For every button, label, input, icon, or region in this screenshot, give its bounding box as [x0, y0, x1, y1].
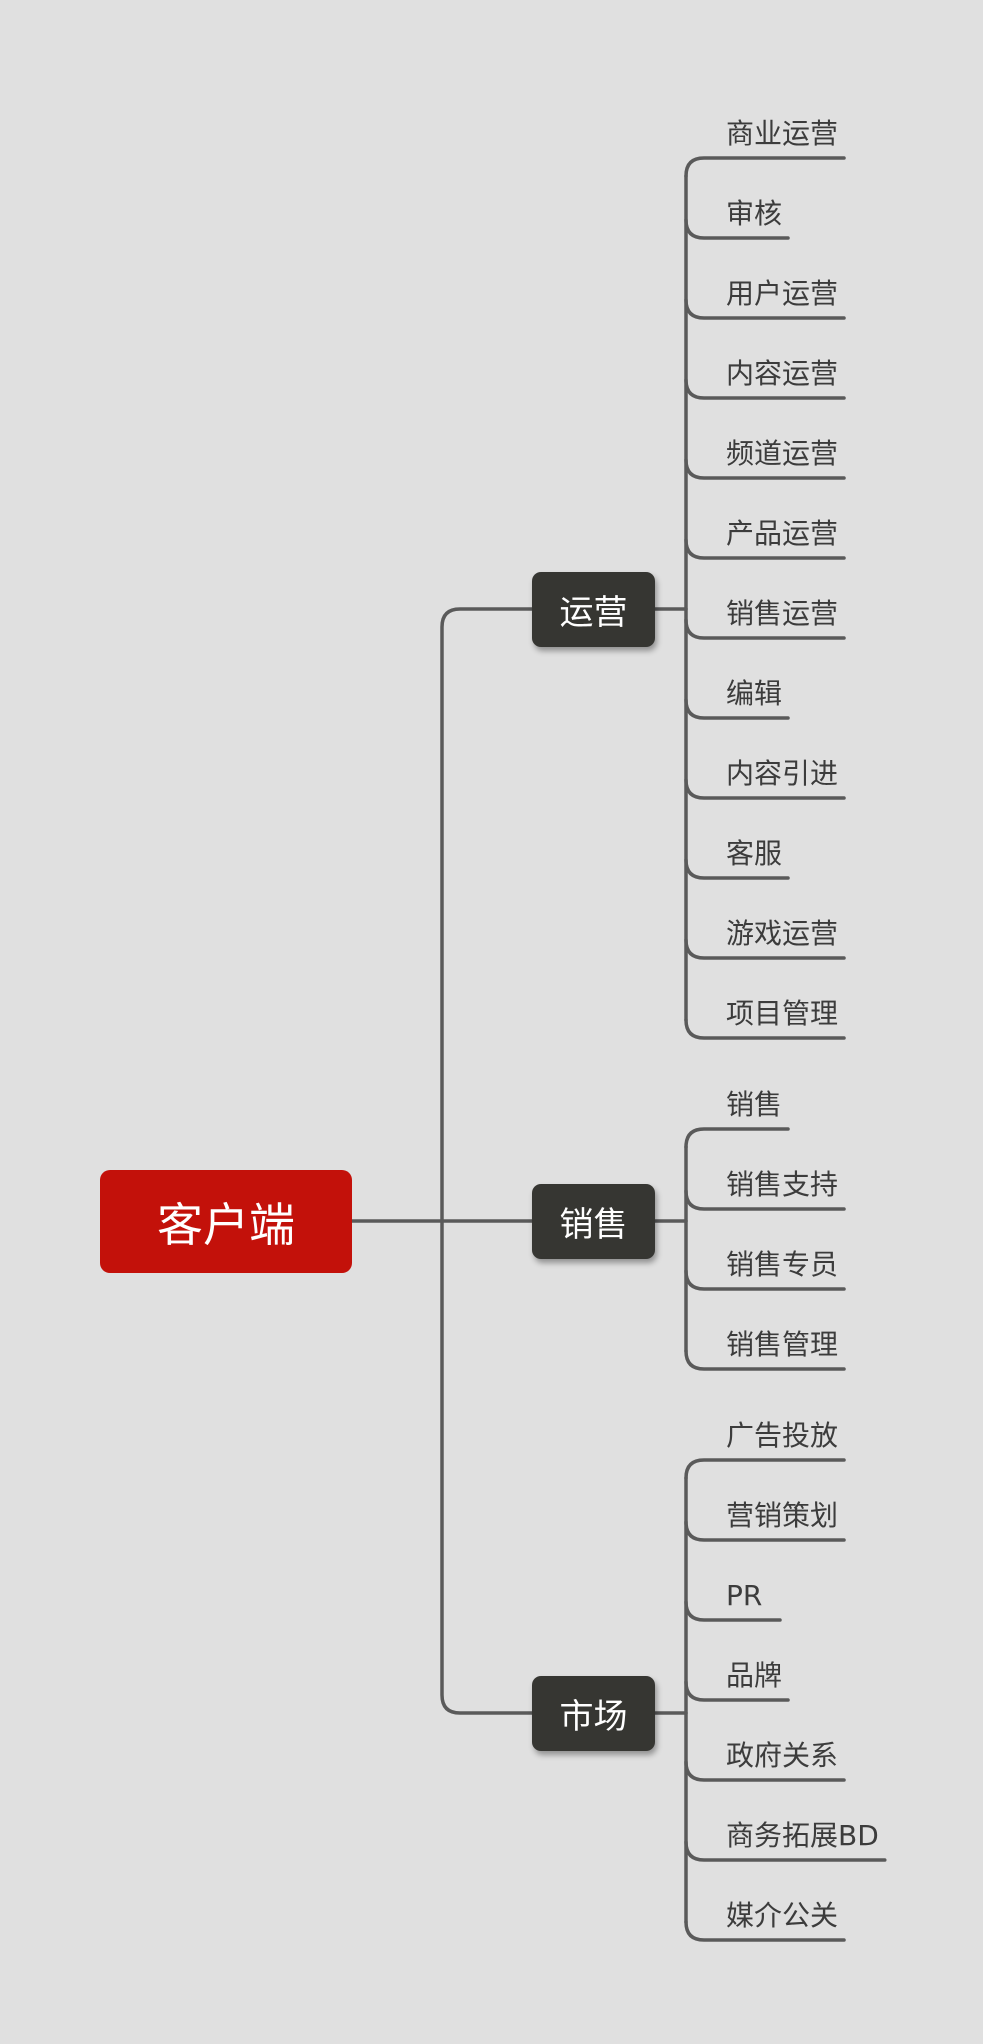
branch-marketing-leaf-line [684, 1680, 790, 1702]
branch-operations-leaf-line [684, 538, 846, 560]
branch-marketing-leaf[interactable]: 政府关系 [726, 1739, 839, 1772]
branch-operations-leaf-line [684, 858, 790, 880]
branch-sales-leaf[interactable]: 销售 [726, 1088, 783, 1121]
branch-operations-leaf-line [684, 458, 846, 480]
branch-operations-leaf[interactable]: 编辑 [726, 677, 783, 710]
branch-operations-leaf[interactable]: 商业运营 [726, 117, 839, 150]
branch-sales-label: 销售 [559, 1205, 628, 1245]
branch-operations-node[interactable]: 运营 [532, 572, 655, 647]
branch-operations-leaf-line [684, 618, 846, 640]
branch-operations-leaf-line [684, 938, 846, 960]
branch-sales-leaf-line [684, 1349, 846, 1371]
branch-sales-leaf[interactable]: 销售专员 [726, 1248, 839, 1281]
branch-operations-leaf[interactable]: 内容引进 [726, 757, 839, 790]
branch-operations-leaf-line [684, 778, 846, 800]
branch-sales-node[interactable]: 销售 [532, 1184, 655, 1259]
branch-marketing-leaf[interactable]: 广告投放 [726, 1419, 839, 1452]
branch-operations-leaf[interactable]: 客服 [726, 837, 783, 870]
branch-operations-leaf-line [684, 1018, 846, 1040]
branch-sales-leaf-line [684, 1269, 846, 1291]
branch-marketing-leaf-line [684, 1840, 887, 1862]
branch-marketing-leaf[interactable]: 商务拓展BD [726, 1819, 879, 1852]
branch-marketing-leaf[interactable]: 媒介公关 [726, 1899, 839, 1932]
branch-operations-leaf[interactable]: 销售运营 [726, 597, 839, 630]
branch-operations-leaf[interactable]: 频道运营 [726, 437, 839, 470]
branch-operations-leaf[interactable]: 用户运营 [726, 277, 839, 310]
root-label: 客户端 [157, 1197, 295, 1252]
branch-marketing-leaf-line [684, 1760, 846, 1782]
branch-operations-leaf[interactable]: 产品运营 [726, 517, 839, 550]
branch-marketing-node[interactable]: 市场 [532, 1676, 655, 1751]
branch-operations-leaf[interactable]: 游戏运营 [726, 917, 839, 950]
branch-operations-leaf[interactable]: 审核 [726, 197, 783, 230]
branch-marketing-leaf-line [684, 1920, 846, 1942]
branch-operations-leaf-line [684, 218, 790, 240]
branch-operations-leaf[interactable]: 内容运营 [726, 357, 839, 390]
branch-sales-leaf-line [684, 1189, 846, 1211]
branch-marketing-label: 市场 [559, 1697, 628, 1737]
branch-operations-leaf-line [684, 298, 846, 320]
branch-marketing-leaf-line [684, 1600, 782, 1622]
branch-sales-leaf[interactable]: 销售支持 [726, 1168, 839, 1201]
branch-marketing-leaf-line [684, 1520, 846, 1542]
branch-operations-leaf-line [684, 698, 790, 720]
branch-operations-label: 运营 [559, 593, 628, 633]
branch-marketing-leaf-line [684, 1458, 846, 1480]
branch-operations-leaf-line [684, 156, 846, 178]
branch-marketing-leaf[interactable]: 品牌 [726, 1659, 783, 1692]
branch-marketing-leaf[interactable]: 营销策划 [726, 1499, 839, 1532]
branch-marketing-leaf[interactable]: PR [726, 1579, 763, 1612]
branch-operations-leaf-line [684, 378, 846, 400]
branch-sales-leaf-line [684, 1127, 790, 1149]
branch-sales-leaf[interactable]: 销售管理 [726, 1328, 839, 1361]
branch-operations-leaf[interactable]: 项目管理 [726, 997, 839, 1030]
main-trunk [440, 607, 534, 1715]
root-node[interactable]: 客户端 [100, 1170, 352, 1273]
